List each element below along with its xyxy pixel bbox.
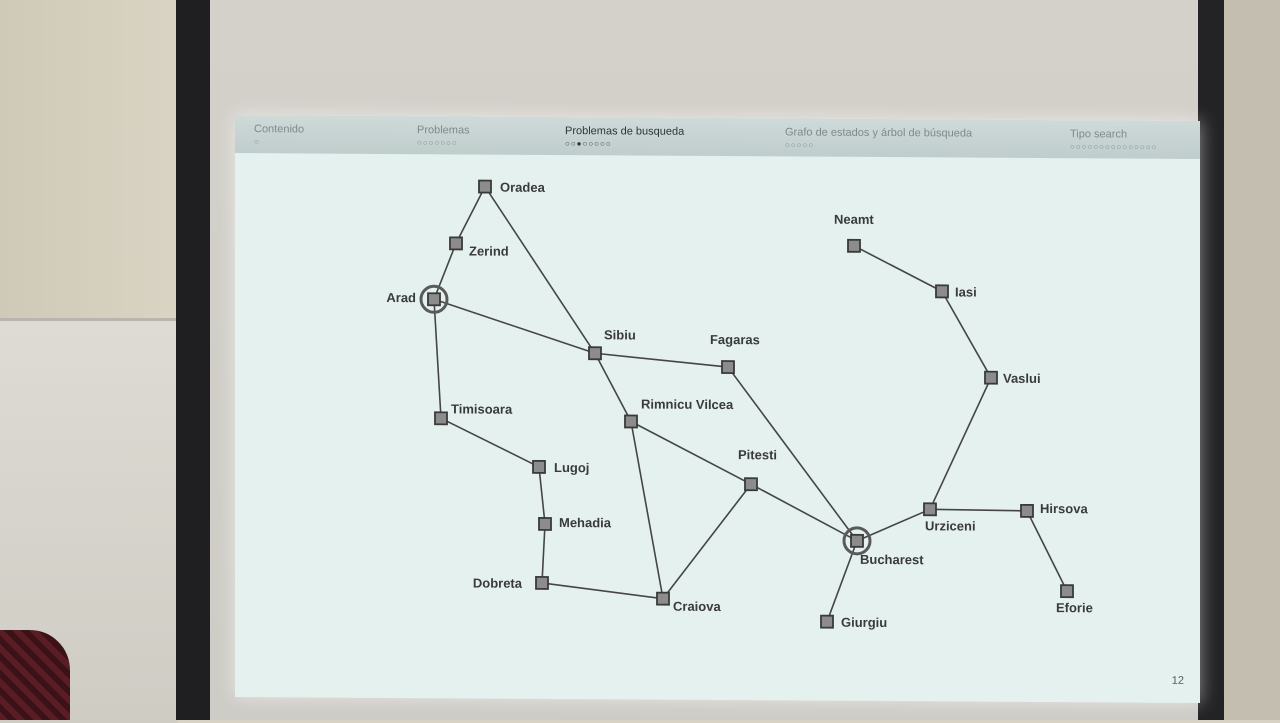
city-marker bbox=[656, 591, 670, 606]
road-oradea-zerind bbox=[455, 186, 486, 244]
city-label-rimnicu: Rimnicu Vilcea bbox=[641, 397, 734, 413]
city-node-dobreta: Dobreta bbox=[473, 575, 549, 591]
city-node-eforie: Eforie bbox=[1056, 584, 1093, 615]
road-craiova-pitesti bbox=[662, 483, 752, 600]
city-marker bbox=[1060, 584, 1074, 599]
city-node-mehadia: Mehadia bbox=[538, 515, 612, 531]
road-timisoara-lugoj bbox=[440, 417, 540, 468]
city-label-pitesti: Pitesti bbox=[738, 447, 777, 462]
road-zerind-arad bbox=[433, 243, 457, 300]
road-rimnicu-pitesti bbox=[630, 420, 752, 485]
city-marker bbox=[850, 533, 864, 548]
city-label-craiova: Craiova bbox=[673, 599, 721, 614]
city-marker bbox=[721, 360, 735, 375]
city-marker bbox=[923, 502, 937, 517]
city-marker bbox=[820, 614, 834, 629]
city-node-craiova: Craiova bbox=[656, 591, 721, 614]
city-label-zerind: Zerind bbox=[469, 243, 509, 258]
city-highlight-ring bbox=[419, 284, 449, 314]
city-marker bbox=[847, 238, 861, 253]
city-marker bbox=[984, 370, 998, 385]
city-label-neamt: Neamt bbox=[834, 212, 874, 227]
road-sibiu-rimnicu bbox=[594, 352, 632, 422]
city-label-hirsova: Hirsova bbox=[1040, 501, 1088, 516]
person-shoulder bbox=[0, 630, 70, 720]
city-marker bbox=[1020, 503, 1034, 518]
city-marker bbox=[532, 459, 546, 474]
city-node-zerind: Zerind bbox=[449, 236, 509, 259]
city-marker bbox=[744, 477, 758, 492]
road-rimnicu-craiova bbox=[630, 421, 664, 599]
city-marker bbox=[449, 236, 463, 251]
city-marker bbox=[427, 292, 441, 307]
road-pitesti-bucharest bbox=[750, 483, 858, 542]
city-node-arad: Arad bbox=[386, 284, 449, 314]
city-label-oradea: Oradea bbox=[500, 180, 546, 195]
city-marker bbox=[434, 411, 448, 426]
road-sibiu-fagaras bbox=[594, 352, 729, 368]
city-label-dobreta: Dobreta bbox=[473, 576, 523, 591]
road-urziceni-hirsova bbox=[929, 508, 1028, 512]
slide-page-number: 12 bbox=[1171, 674, 1184, 687]
city-node-giurgiu: Giurgiu bbox=[820, 614, 887, 630]
city-label-vaslui: Vaslui bbox=[1003, 371, 1041, 386]
city-node-vaslui: Vaslui bbox=[984, 370, 1041, 386]
city-label-iasi: Iasi bbox=[955, 284, 977, 299]
city-label-bucharest: Bucharest bbox=[860, 552, 924, 567]
city-label-giurgiu: Giurgiu bbox=[841, 615, 887, 630]
city-label-timisoara: Timisoara bbox=[451, 401, 513, 416]
city-marker bbox=[588, 346, 602, 361]
city-label-mehadia: Mehadia bbox=[559, 515, 612, 530]
road-dobreta-craiova bbox=[541, 582, 664, 600]
city-label-eforie: Eforie bbox=[1056, 600, 1093, 615]
city-marker bbox=[935, 284, 949, 299]
city-node-lugoj: Lugoj bbox=[532, 459, 589, 475]
road-urziceni-vaslui bbox=[929, 377, 992, 510]
city-label-urziceni: Urziceni bbox=[925, 518, 976, 533]
city-node-oradea: Oradea bbox=[478, 179, 546, 195]
city-marker bbox=[624, 414, 638, 429]
city-highlight-ring bbox=[842, 526, 872, 556]
city-label-arad: Arad bbox=[386, 290, 416, 305]
city-node-fagaras: Fagaras bbox=[710, 332, 760, 375]
city-node-hirsova: Hirsova bbox=[1020, 501, 1088, 518]
road-lugoj-mehadia bbox=[538, 466, 546, 525]
screen-frame-left bbox=[176, 0, 210, 720]
road-arad-sibiu bbox=[433, 298, 596, 355]
city-label-sibiu: Sibiu bbox=[604, 327, 636, 342]
road-hirsova-eforie bbox=[1026, 510, 1068, 592]
city-node-iasi: Iasi bbox=[935, 284, 977, 300]
road-edges bbox=[433, 186, 1068, 622]
road-mehadia-dobreta bbox=[541, 523, 546, 583]
city-node-pitesti: Pitesti bbox=[738, 447, 777, 492]
city-node-sibiu: Sibiu bbox=[588, 327, 636, 361]
road-oradea-sibiu bbox=[484, 186, 596, 354]
city-node-neamt: Neamt bbox=[834, 212, 874, 253]
city-marker bbox=[538, 517, 552, 531]
city-node-bucharest: Bucharest bbox=[842, 526, 924, 567]
city-label-lugoj: Lugoj bbox=[554, 460, 589, 475]
city-node-rimnicu: Rimnicu Vilcea bbox=[624, 397, 734, 429]
screen-frame-right bbox=[1198, 0, 1224, 720]
city-label-fagaras: Fagaras bbox=[710, 332, 760, 347]
wall-background-right bbox=[1224, 0, 1280, 720]
slide: Contenido ○ Problemas ○○○○○○○ Problemas … bbox=[235, 115, 1200, 703]
city-node-timisoara: Timisoara bbox=[434, 401, 513, 426]
city-marker bbox=[535, 575, 549, 590]
road-iasi-neamt bbox=[853, 245, 943, 293]
city-node-urziceni: Urziceni bbox=[923, 502, 976, 534]
road-vaslui-iasi bbox=[941, 290, 992, 379]
road-fagaras-bucharest bbox=[727, 366, 858, 542]
city-marker bbox=[478, 179, 492, 194]
road-arad-timisoara bbox=[433, 299, 442, 419]
